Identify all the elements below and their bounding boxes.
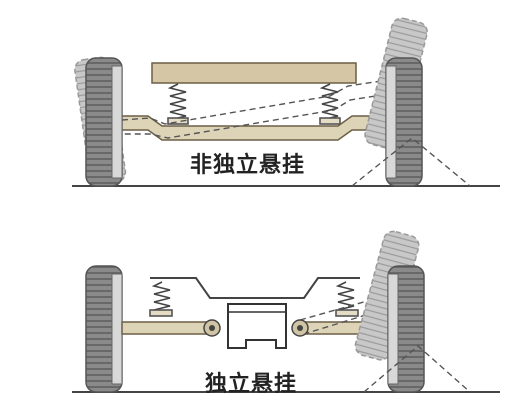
chassis-frame: [151, 62, 357, 84]
spring-right: [319, 83, 341, 125]
differential-housing: [227, 303, 287, 349]
right-wheel-tilted: [354, 230, 420, 361]
non-independent-suspension-label: 非独立悬挂: [190, 153, 306, 178]
left-wheel: [85, 265, 123, 393]
spring-right: [335, 281, 359, 317]
left-half-shaft: [121, 321, 213, 335]
right-wheel: [385, 57, 423, 187]
left-wheel: [85, 57, 123, 187]
non-independent-suspension-diagram: [72, 17, 500, 187]
right-wheel: [387, 265, 425, 393]
chassis-frame: [150, 277, 360, 299]
independent-suspension-label: 独立悬挂: [205, 372, 298, 397]
road-bump-outline: [351, 137, 471, 187]
tilted-axle-outline: [121, 79, 389, 139]
road-bump-outline: [363, 345, 471, 393]
independent-suspension-diagram: [72, 230, 500, 393]
spring-left: [167, 83, 189, 125]
spring-left: [149, 281, 173, 317]
right-pivot-joint-inner: [297, 325, 303, 331]
left-pivot-joint-inner: [209, 325, 215, 331]
right-half-shaft-tilted: [299, 297, 383, 335]
